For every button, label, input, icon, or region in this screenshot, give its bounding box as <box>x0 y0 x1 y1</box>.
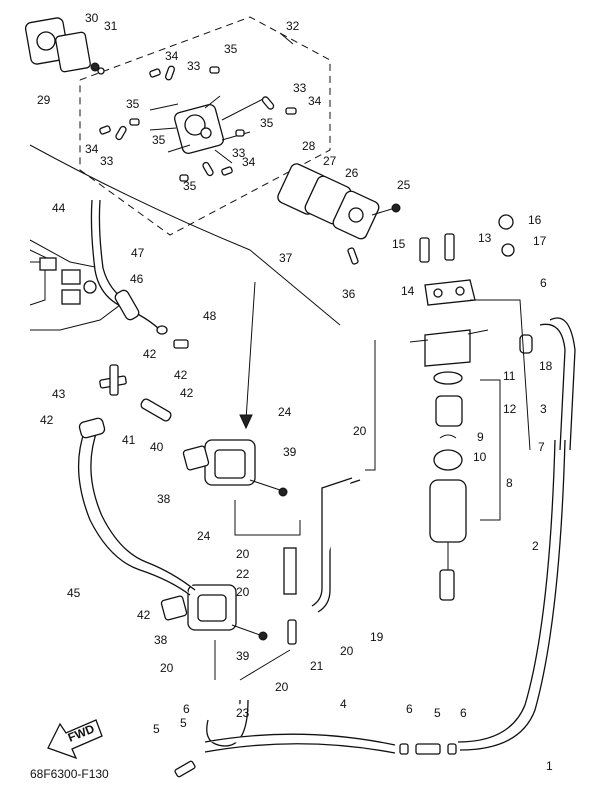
callout-35: 35 <box>260 116 274 130</box>
callout-42: 42 <box>174 368 188 382</box>
callout-39: 39 <box>283 445 297 459</box>
callout-6: 6 <box>183 702 190 716</box>
callout-10: 10 <box>473 450 487 464</box>
diagram-code: 68F6300-F130 <box>30 767 109 781</box>
callout-31: 31 <box>104 19 118 33</box>
callout-45: 45 <box>67 586 81 600</box>
callout-26: 26 <box>345 166 359 180</box>
callout-41: 41 <box>122 433 136 447</box>
callout-28: 28 <box>302 139 316 153</box>
callout-33: 33 <box>293 81 307 95</box>
callout-25: 25 <box>397 178 411 192</box>
callout-4: 4 <box>340 697 347 711</box>
callout-20: 20 <box>340 644 354 658</box>
callout-27: 27 <box>323 154 337 168</box>
fuel-pump-24-lower <box>160 584 268 641</box>
callout-24: 24 <box>278 405 292 419</box>
pump-body-drawing <box>149 95 266 164</box>
callout-11: 11 <box>503 369 516 383</box>
callout-33: 33 <box>100 154 114 168</box>
callout-2: 2 <box>532 539 539 553</box>
callout-6: 6 <box>540 276 547 290</box>
callout-8: 8 <box>506 476 513 490</box>
callout-38: 38 <box>157 492 171 506</box>
callout-14: 14 <box>401 284 415 298</box>
callout-46: 46 <box>130 272 144 286</box>
callout-32: 32 <box>286 19 300 33</box>
callout-44: 44 <box>52 201 66 215</box>
fuel-filter-assembly <box>409 214 533 601</box>
callout-15: 15 <box>392 237 406 251</box>
cover-gasket-29-31 <box>24 17 105 75</box>
callout-6: 6 <box>460 706 467 720</box>
callout-48: 48 <box>203 309 217 323</box>
callout-12: 12 <box>503 402 517 416</box>
callout-5: 5 <box>180 716 187 730</box>
callout-42: 42 <box>143 347 157 361</box>
callout-33: 33 <box>187 59 201 73</box>
callout-1: 1 <box>546 759 553 773</box>
callout-17: 17 <box>533 234 547 248</box>
callout-20: 20 <box>236 585 250 599</box>
callout-29: 29 <box>37 93 51 107</box>
callout-5: 5 <box>434 706 441 720</box>
callout-20: 20 <box>160 661 174 675</box>
callout-37: 37 <box>279 251 293 265</box>
pump-detail-group <box>79 16 331 236</box>
callout-35: 35 <box>152 133 166 147</box>
fuel-pump-24-upper <box>182 439 288 497</box>
callout-20: 20 <box>275 680 289 694</box>
callout-34: 34 <box>308 94 322 108</box>
callout-34: 34 <box>85 142 99 156</box>
callout-3: 3 <box>540 402 547 416</box>
callout-20: 20 <box>353 424 367 438</box>
callout-21: 21 <box>310 659 324 673</box>
screws-and-clips <box>99 65 297 182</box>
callout-23: 23 <box>236 706 250 720</box>
callout-5: 5 <box>153 722 160 736</box>
callout-6: 6 <box>406 702 413 716</box>
callout-42: 42 <box>180 386 194 400</box>
callout-30: 30 <box>85 11 99 25</box>
callout-18: 18 <box>539 359 553 373</box>
callout-24: 24 <box>197 529 211 543</box>
callout-35: 35 <box>224 42 238 56</box>
pump-covers-26-28 <box>277 163 401 265</box>
callout-35: 35 <box>183 179 197 193</box>
callout-34: 34 <box>242 155 256 169</box>
callout-43: 43 <box>52 387 66 401</box>
callout-36: 36 <box>342 287 356 301</box>
callout-33: 33 <box>232 146 246 160</box>
callout-13: 13 <box>478 231 492 245</box>
callout-22: 22 <box>236 567 250 581</box>
ref-arrow-head <box>239 414 253 430</box>
callout-7: 7 <box>538 440 545 454</box>
fwd-arrow-icon <box>47 719 103 760</box>
callout-9: 9 <box>477 430 484 444</box>
callout-16: 16 <box>528 213 542 227</box>
callout-42: 42 <box>40 413 54 427</box>
callout-42: 42 <box>137 608 151 622</box>
callout-34: 34 <box>165 49 179 63</box>
callout-35: 35 <box>126 97 140 111</box>
callout-19: 19 <box>370 630 384 644</box>
callout-40: 40 <box>150 440 164 454</box>
ref-line-upper <box>29 144 341 326</box>
callout-20: 20 <box>236 547 250 561</box>
callout-47: 47 <box>131 246 145 260</box>
callout-39: 39 <box>236 649 250 663</box>
ref-arrow-line <box>245 281 256 421</box>
callout-38: 38 <box>154 633 168 647</box>
